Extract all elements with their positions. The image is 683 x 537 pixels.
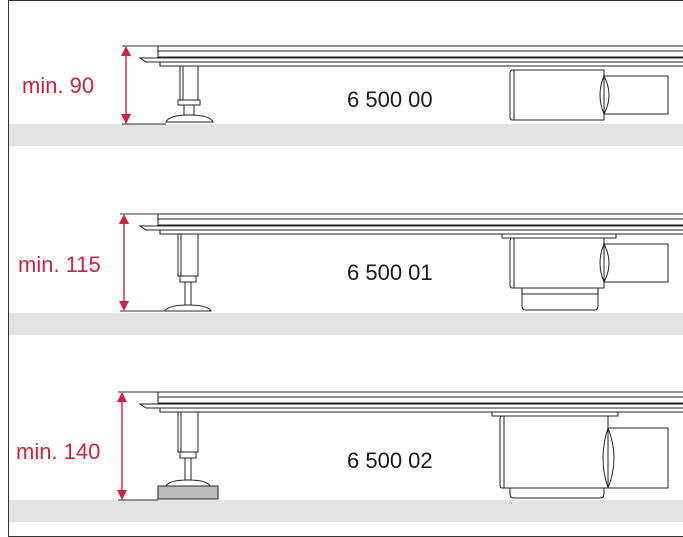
drain-channel [138, 391, 683, 413]
foot-spacer-block [157, 485, 219, 500]
min-height-label: min. 140 [16, 439, 100, 464]
height-dimension [121, 45, 166, 125]
drain-channel [138, 45, 683, 67]
variant-1: min. 90 6 500 00 [9, 45, 683, 146]
drain-channel [138, 213, 683, 235]
min-height-label: min. 115 [18, 252, 101, 277]
variant-3: min. 140 6 500 02 [9, 391, 683, 522]
min-height-label: min. 90 [22, 73, 94, 98]
floor-band [9, 500, 683, 522]
height-dimension [117, 391, 158, 501]
floor-band [9, 124, 683, 146]
article-number: 6 500 01 [347, 260, 433, 285]
adjustable-foot [165, 65, 214, 123]
article-number: 6 500 02 [347, 448, 433, 473]
adjustable-foot [157, 411, 219, 500]
adjustable-foot [164, 233, 212, 312]
height-dimension [119, 213, 165, 312]
drain-outlet [491, 411, 669, 499]
article-number: 6 500 00 [347, 87, 433, 112]
floor-band [9, 313, 683, 335]
drain-outlet [501, 233, 669, 311]
drain-outlet [509, 69, 669, 121]
variant-2: min. 115 6 500 01 [9, 213, 683, 335]
